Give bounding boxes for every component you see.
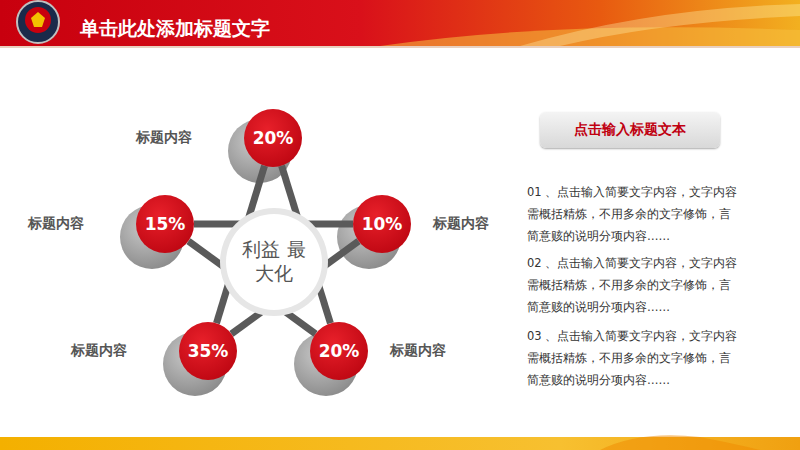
percent-value: 20% (319, 341, 360, 361)
description-text: 01 、点击输入简要文字内容，文字内容需概括精炼，不用多余的文字修饰，言简意赅的… (527, 181, 739, 247)
percent-value: 35% (188, 341, 229, 361)
percent-value: 20% (253, 128, 294, 148)
percent-circle: 15%标题内容 (136, 195, 194, 253)
percent-circle: 20%标题内容 (310, 322, 368, 380)
heading-box: 点击输入标题文本 (540, 112, 720, 148)
footer-streak (600, 435, 760, 450)
percent-value: 15% (145, 214, 186, 234)
header-streak (520, 4, 800, 46)
center-circle: 利益 最大化 (226, 214, 322, 310)
item-label: 标题内容 (136, 129, 192, 147)
percent-circle: 35%标题内容 (179, 322, 237, 380)
item-label: 标题内容 (71, 342, 127, 360)
item-label: 标题内容 (28, 215, 84, 233)
description-text: 03 、点击输入简要文字内容，文字内容需概括精炼，不用多余的文字修饰，言简意赅的… (527, 325, 739, 391)
percent-value: 10% (362, 214, 403, 234)
percent-circle: 10%标题内容 (353, 195, 411, 253)
slide-title: 单击此处添加标题文字 (80, 16, 270, 42)
heading-text: 点击输入标题文本 (574, 121, 686, 139)
header-bar (0, 0, 800, 46)
item-label: 标题内容 (390, 342, 446, 360)
header-line (0, 46, 800, 48)
description-text: 02 、点击输入简要文字内容，文字内容需概括精炼，不用多余的文字修饰，言简意赅的… (527, 252, 739, 318)
item-label: 标题内容 (433, 215, 489, 233)
badge-logo (17, 1, 59, 43)
center-text: 利益 最大化 (242, 238, 306, 286)
percent-circle: 20%标题内容 (244, 109, 302, 167)
